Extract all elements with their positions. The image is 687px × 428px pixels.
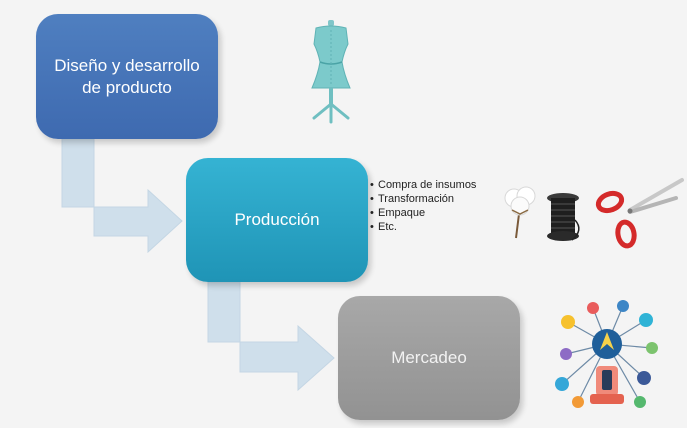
production-detail-item: Transformación [370,192,482,206]
production-detail-item: Compra de insumos [370,178,482,192]
step-design-box: Diseño y desarrollo de producto [36,14,218,139]
step-production-box: Producción [186,158,368,282]
step-marketing-box: Mercadeo [338,296,520,420]
thread-spool-icon [547,193,580,241]
dress-form-icon [311,20,351,124]
cotton-flower-icon [504,186,536,239]
connector-production-to-marketing [207,281,335,392]
connector-design-to-production [61,138,183,254]
step-marketing-label: Mercadeo [391,348,467,367]
production-detail-item: Empaque [370,206,482,220]
scissors-icon [595,178,684,249]
step-production-label: Producción [234,210,320,229]
production-details-list: Compra de insumos Transformación Empaque… [370,178,482,234]
digital-network-icon [555,300,658,408]
production-detail-item: Etc. [370,220,482,234]
step-design-label: Diseño y desarrollo de producto [54,55,200,97]
